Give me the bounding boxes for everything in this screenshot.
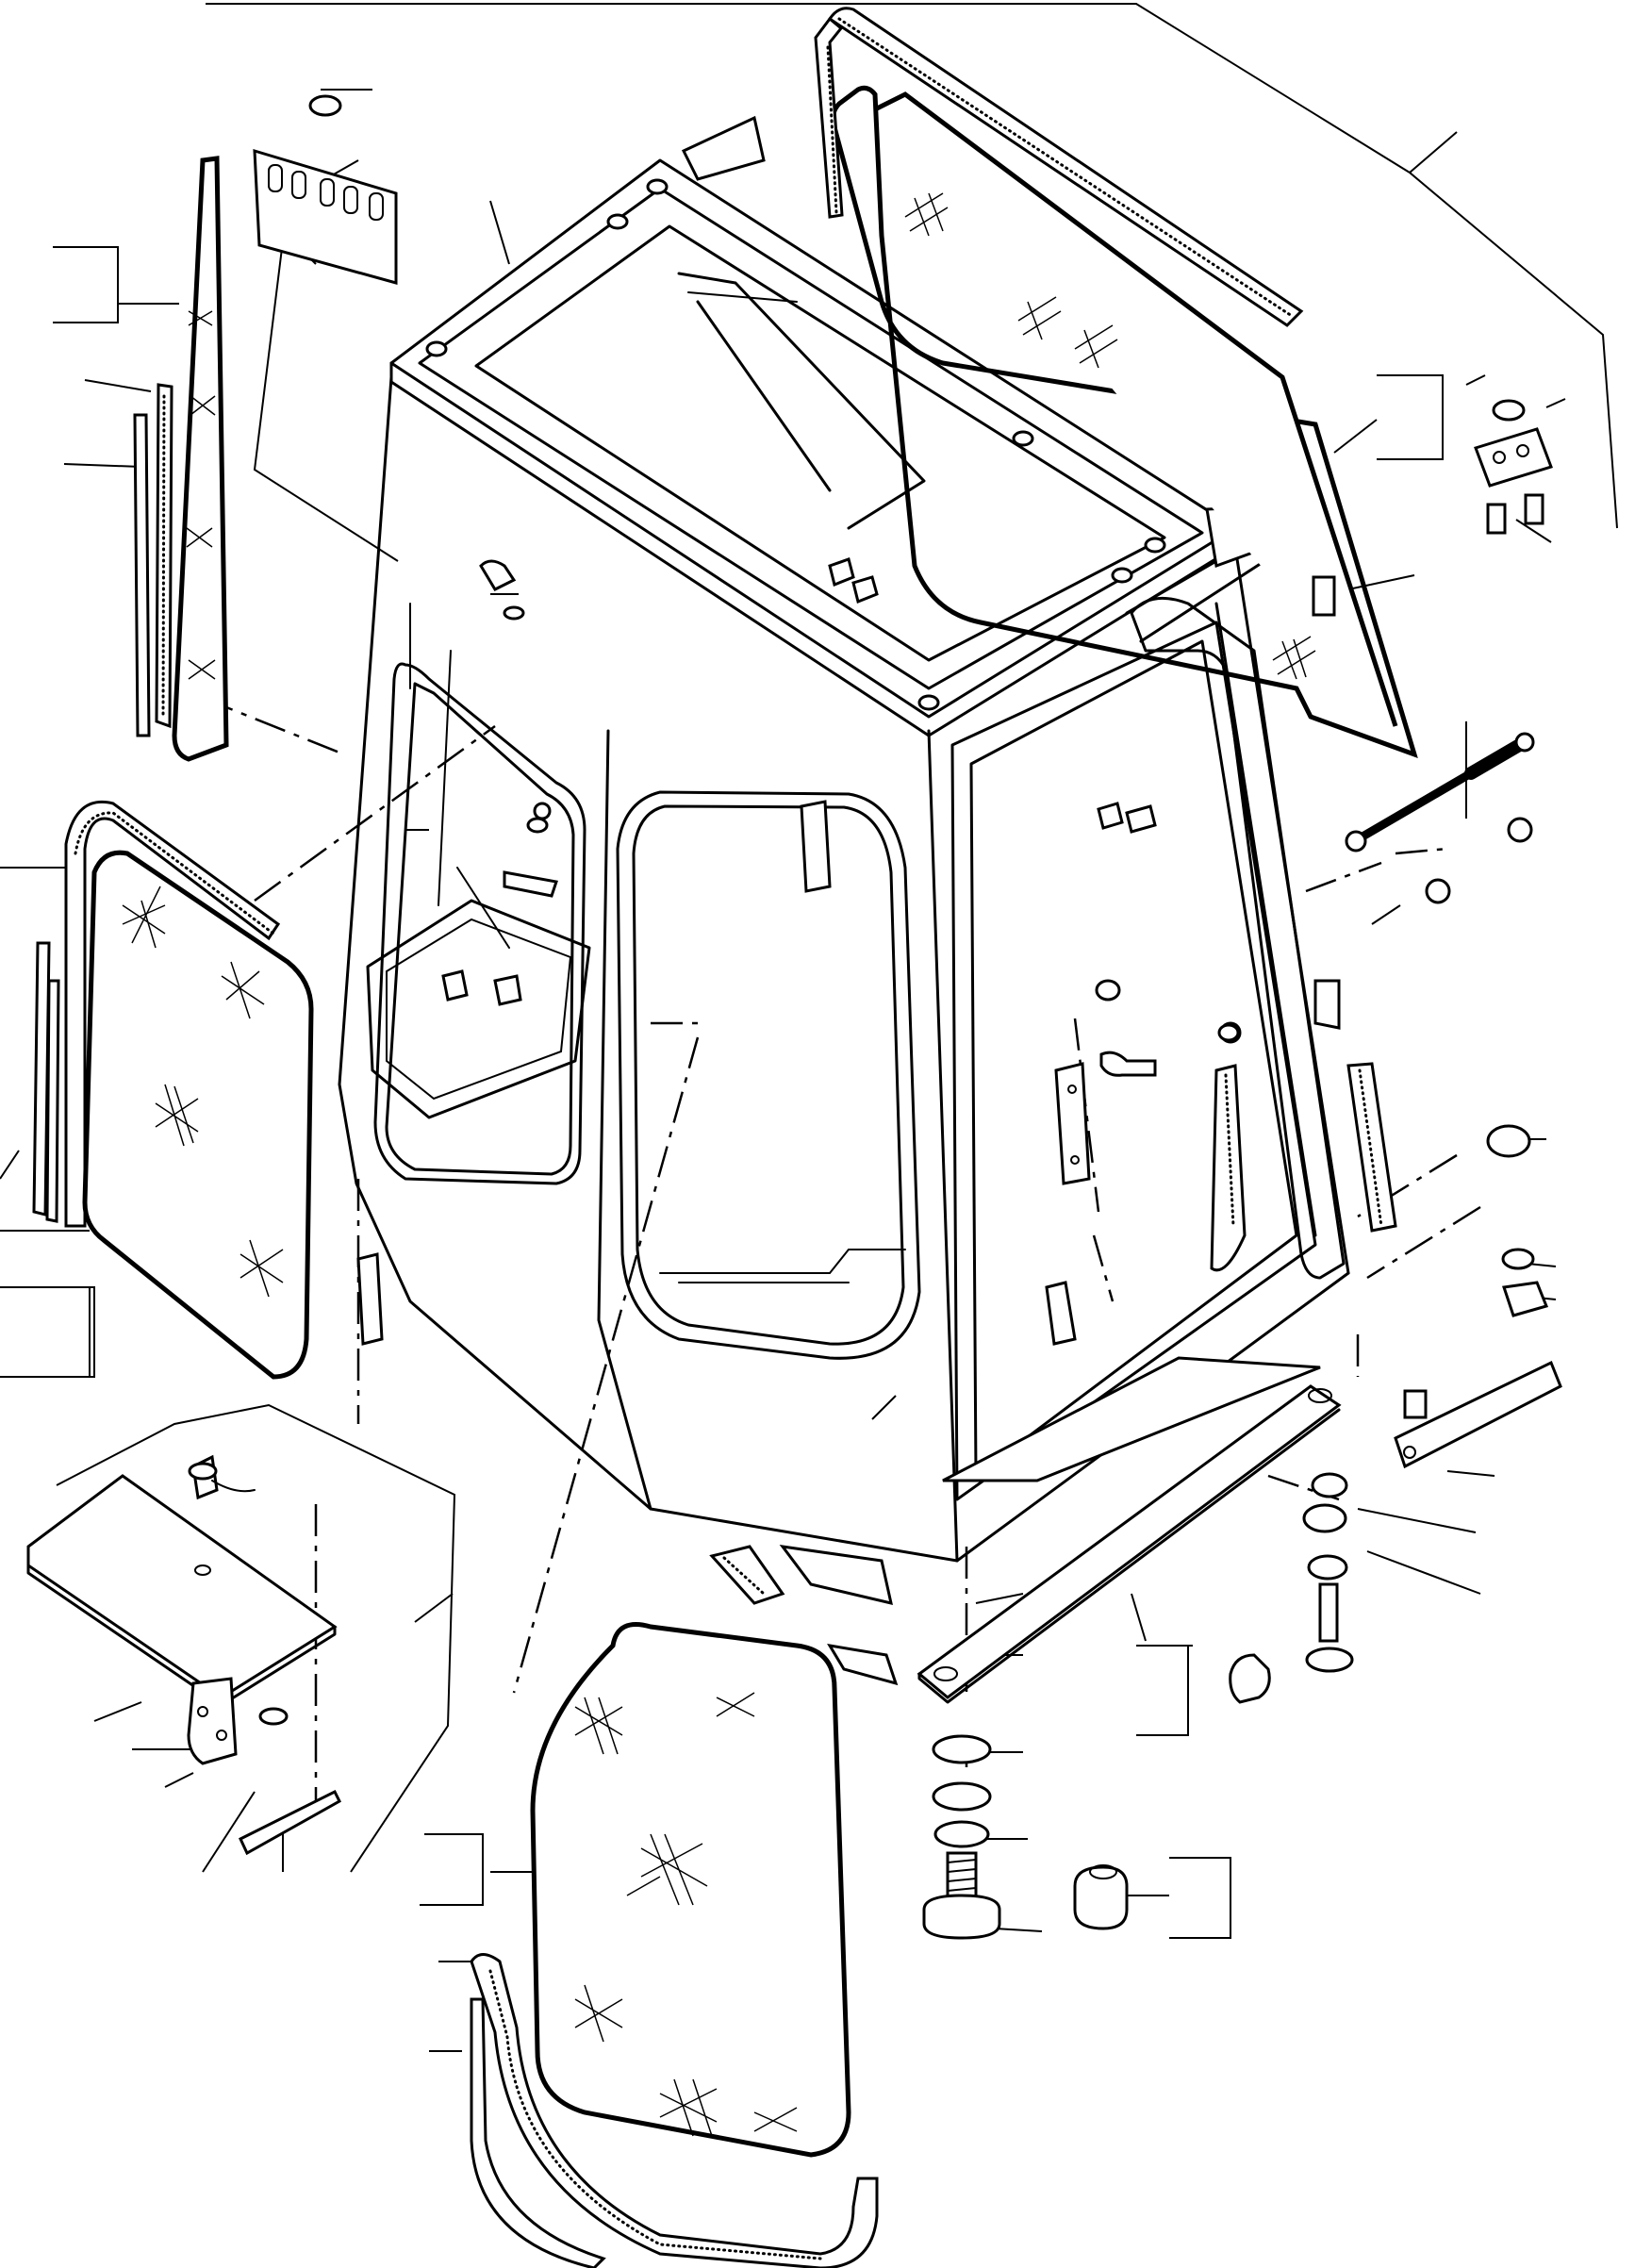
hardware-right [828, 399, 1562, 1469]
weather-seal [470, 1953, 879, 2268]
washer [932, 1734, 992, 1764]
mounting-bolt [1318, 1582, 1339, 1643]
windshield-opening [616, 790, 921, 1360]
assembly-lines [202, 696, 1481, 1811]
sill-seals [709, 1545, 899, 1686]
washer [1501, 1248, 1535, 1270]
mounting-stack-lower [922, 1734, 1129, 1940]
hinge-plate [1054, 1062, 1091, 1185]
weather-seal [64, 801, 281, 1228]
bracket [187, 1677, 238, 1765]
washer [1307, 1554, 1348, 1581]
latch-hardware [356, 559, 832, 1346]
bolt [1403, 1389, 1428, 1419]
rubber-mount [1229, 1653, 1271, 1704]
left-window-glass [32, 801, 314, 1380]
hinge-plate [253, 94, 398, 285]
mounting-stack-right [1229, 1472, 1354, 1704]
side-window-opening [373, 662, 586, 1185]
roof-outer [389, 158, 1237, 719]
rubber-mount [1073, 1865, 1129, 1930]
hinge-plate [1474, 427, 1553, 488]
washer [1492, 399, 1526, 422]
roof-opening [418, 187, 1204, 690]
bracket [681, 115, 766, 181]
roof-window-glass [830, 85, 1418, 759]
weather-seal [814, 7, 1304, 327]
floor-plate [26, 1454, 341, 1856]
bolt [1486, 503, 1507, 535]
rear-window-glass [133, 156, 229, 762]
nut [1486, 1124, 1531, 1158]
base-rail [917, 1356, 1342, 1704]
washer [932, 1781, 992, 1812]
gas-strut [1345, 732, 1535, 904]
door-opening [950, 621, 1317, 1501]
bolt [1312, 575, 1336, 617]
washer [1302, 1503, 1347, 1533]
latch [479, 559, 517, 591]
washer [933, 1820, 990, 1848]
bolt-head [308, 94, 342, 117]
cab-frame [338, 115, 1350, 1563]
nut [1502, 1281, 1549, 1317]
weather-seal [239, 1789, 341, 1856]
washer [1311, 1472, 1348, 1498]
weather-seal [1346, 1062, 1397, 1233]
front-windshield-glass [470, 1622, 879, 2268]
hinge-plate [1394, 1360, 1562, 1469]
